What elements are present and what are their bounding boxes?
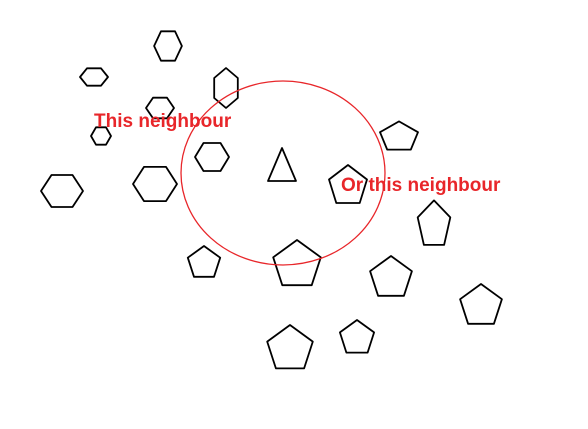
hexagon-point bbox=[40, 174, 84, 208]
pentagon-point bbox=[266, 324, 314, 370]
hexagon-point bbox=[213, 67, 239, 109]
hexagon-point bbox=[145, 96, 175, 120]
pentagon-point bbox=[272, 239, 322, 287]
hexagon-points bbox=[40, 30, 239, 208]
pentagon-point bbox=[459, 283, 503, 325]
pentagon-points bbox=[186, 120, 503, 370]
query-triangle bbox=[267, 147, 297, 182]
hexagon-point bbox=[90, 126, 112, 146]
hexagon-point bbox=[132, 165, 178, 203]
pentagon-point bbox=[328, 164, 368, 204]
neighbourhood-circle bbox=[180, 80, 386, 266]
pentagon-point bbox=[379, 120, 419, 151]
hexagon-point bbox=[153, 30, 183, 62]
hexagon-point bbox=[194, 142, 230, 172]
pentagon-point bbox=[186, 245, 222, 278]
pentagon-point bbox=[416, 199, 452, 246]
pentagon-point bbox=[369, 255, 413, 297]
label-this-neighbour: This neighbour bbox=[94, 111, 232, 132]
label-or-this-neighbour: Or this neighbour bbox=[341, 175, 501, 196]
hexagon-point bbox=[79, 67, 109, 87]
pentagon-point bbox=[338, 319, 376, 354]
